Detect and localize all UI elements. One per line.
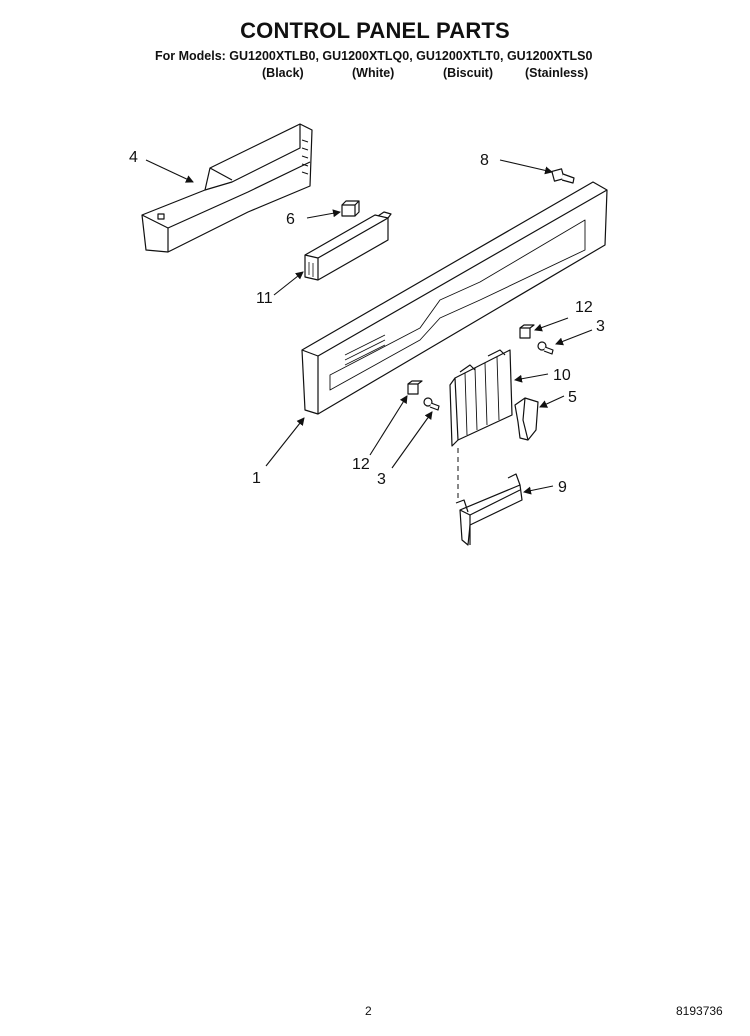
callout-3-lower: 3 bbox=[377, 471, 386, 488]
part-11-module bbox=[304, 211, 392, 281]
leader-4 bbox=[145, 159, 194, 183]
part-3-screw-upper bbox=[537, 341, 554, 355]
callout-9: 9 bbox=[558, 479, 567, 496]
part-3-screw-lower bbox=[423, 397, 440, 411]
leader-12-lower bbox=[369, 395, 408, 456]
callout-8: 8 bbox=[480, 152, 489, 169]
leader-3-lower bbox=[391, 411, 433, 469]
leader-9 bbox=[523, 485, 554, 495]
leader-10 bbox=[514, 373, 549, 383]
callout-10: 10 bbox=[553, 367, 571, 384]
color-label-biscuit: (Biscuit) bbox=[443, 66, 493, 80]
color-label-white: (White) bbox=[352, 66, 395, 80]
leader-5 bbox=[539, 395, 565, 408]
callout-6: 6 bbox=[286, 211, 295, 228]
callout-12-upper: 12 bbox=[575, 299, 593, 316]
models-line: For Models: GU1200XTLB0, GU1200XTLQ0, GU… bbox=[155, 49, 593, 63]
callout-11: 11 bbox=[256, 290, 273, 307]
leader-6 bbox=[306, 209, 341, 219]
page-number: 2 bbox=[365, 1004, 372, 1018]
part-12-clip-lower bbox=[407, 380, 423, 395]
color-label-black: (Black) bbox=[262, 66, 304, 80]
callout-1: 1 bbox=[252, 470, 261, 487]
color-label-stainless: (Stainless) bbox=[525, 66, 589, 80]
part-6-clip bbox=[341, 200, 360, 217]
part-5-latch bbox=[514, 397, 539, 441]
leader-8 bbox=[499, 159, 553, 175]
leader-3-upper bbox=[555, 329, 593, 346]
part-10-bracket bbox=[449, 349, 513, 447]
part-4-housing bbox=[141, 123, 313, 253]
part-8-screw bbox=[551, 168, 575, 184]
leader-11 bbox=[273, 271, 304, 296]
document-number: 8193736 bbox=[676, 1004, 723, 1018]
leader-1 bbox=[265, 417, 305, 467]
part-1-control-panel bbox=[301, 181, 608, 415]
callout-3-upper: 3 bbox=[596, 318, 605, 335]
callout-12-lower: 12 bbox=[352, 456, 370, 473]
part-9-lower-bracket bbox=[455, 473, 523, 546]
callout-5: 5 bbox=[568, 389, 577, 406]
page-title: CONTROL PANEL PARTS bbox=[240, 18, 510, 43]
part-12-clip-upper bbox=[519, 324, 535, 339]
callout-4: 4 bbox=[129, 149, 138, 166]
leader-12-upper bbox=[534, 317, 569, 332]
